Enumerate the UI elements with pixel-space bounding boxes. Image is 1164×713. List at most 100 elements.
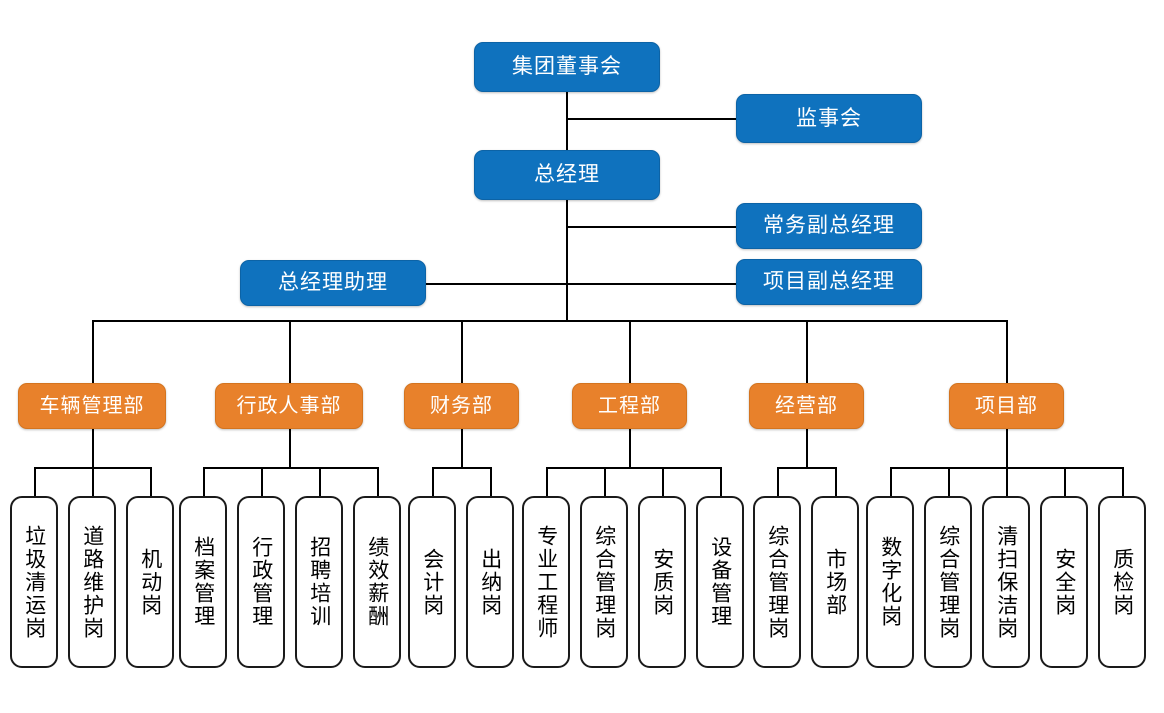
node-position-operations-0[interactable]: 综合管理岗 bbox=[753, 496, 801, 668]
connector-engineering-stem bbox=[629, 428, 631, 467]
node-position-admin-hr-0[interactable]: 档案管理 bbox=[179, 496, 227, 668]
node-position-admin-hr-3[interactable]: 绩效薪酬 bbox=[353, 496, 401, 668]
connector-engineering-leaf-3 bbox=[720, 467, 722, 496]
node-general-manager[interactable]: 总经理 bbox=[474, 150, 660, 200]
connector-operations-leaf-1 bbox=[835, 467, 837, 496]
node-position-vehicle-2[interactable]: 机动岗 bbox=[126, 496, 174, 668]
connector-adminhr-bus bbox=[203, 467, 377, 469]
node-position-label: 清扫保洁岗 bbox=[994, 524, 1019, 640]
node-department-finance[interactable]: 财务部 bbox=[404, 383, 519, 429]
node-position-label: 机动岗 bbox=[138, 547, 163, 617]
node-department-admin-hr-label: 行政人事部 bbox=[236, 395, 342, 417]
node-position-label: 综合管理岗 bbox=[936, 524, 961, 640]
node-supervisory-board-label: 监事会 bbox=[796, 106, 862, 130]
node-executive-deputy-gm-label: 常务副总经理 bbox=[763, 214, 895, 238]
node-position-label: 道路维护岗 bbox=[80, 524, 105, 640]
node-department-operations-label: 经营部 bbox=[775, 395, 838, 417]
connector-adminhr-leaf-2 bbox=[319, 467, 321, 496]
connector-project-leaf-2 bbox=[1006, 467, 1008, 496]
node-position-engineering-0[interactable]: 专业工程师 bbox=[522, 496, 570, 668]
node-supervisory-board[interactable]: 监事会 bbox=[736, 94, 922, 143]
node-position-label: 绩效薪酬 bbox=[365, 536, 390, 628]
connector-finance-stem bbox=[461, 428, 463, 467]
node-position-label: 招聘培训 bbox=[307, 536, 332, 628]
node-position-admin-hr-1[interactable]: 行政管理 bbox=[237, 496, 285, 668]
node-department-project-label: 项目部 bbox=[975, 395, 1038, 417]
connector-drop-operations bbox=[806, 320, 808, 383]
connector-vehicle-leaf-0 bbox=[34, 467, 36, 496]
connector-project-stem bbox=[1006, 428, 1008, 467]
node-position-admin-hr-2[interactable]: 招聘培训 bbox=[295, 496, 343, 668]
connector-engineering-bus bbox=[546, 467, 720, 469]
node-board[interactable]: 集团董事会 bbox=[474, 42, 660, 92]
connector-drop-project bbox=[1006, 320, 1008, 383]
node-position-engineering-3[interactable]: 设备管理 bbox=[696, 496, 744, 668]
node-department-vehicle-label: 车辆管理部 bbox=[39, 395, 145, 417]
connector-adminhr-stem bbox=[289, 428, 291, 467]
node-department-finance-label: 财务部 bbox=[430, 395, 493, 417]
node-department-admin-hr[interactable]: 行政人事部 bbox=[215, 383, 363, 429]
node-position-finance-0[interactable]: 会计岗 bbox=[408, 496, 456, 668]
connector-operations-stem bbox=[806, 428, 808, 467]
connector-adminhr-leaf-1 bbox=[261, 467, 263, 496]
connector-finance-bus bbox=[432, 467, 491, 469]
connector-vehicle-leaf-2 bbox=[150, 467, 152, 496]
connector-vehicle-leaf-1 bbox=[92, 467, 94, 496]
node-position-label: 综合管理岗 bbox=[765, 524, 790, 640]
node-position-engineering-1[interactable]: 综合管理岗 bbox=[580, 496, 628, 668]
connector-drop-admin-hr bbox=[289, 320, 291, 383]
node-department-vehicle[interactable]: 车辆管理部 bbox=[18, 383, 166, 429]
node-position-project-4[interactable]: 质检岗 bbox=[1098, 496, 1146, 668]
connector-engineering-leaf-0 bbox=[546, 467, 548, 496]
node-executive-deputy-gm[interactable]: 常务副总经理 bbox=[736, 203, 922, 249]
connector-gm-to-exec-deputy bbox=[566, 226, 736, 228]
connector-project-leaf-4 bbox=[1122, 467, 1124, 496]
connector-gm-trunk bbox=[566, 199, 568, 321]
node-project-deputy-gm[interactable]: 项目副总经理 bbox=[736, 259, 922, 305]
connector-gm-to-project-deputy bbox=[566, 283, 736, 285]
node-position-engineering-2[interactable]: 安质岗 bbox=[638, 496, 686, 668]
node-position-label: 设备管理 bbox=[708, 536, 733, 628]
node-position-vehicle-1[interactable]: 道路维护岗 bbox=[68, 496, 116, 668]
node-department-engineering[interactable]: 工程部 bbox=[572, 383, 687, 429]
node-position-label: 会计岗 bbox=[420, 547, 445, 617]
node-gm-assistant-label: 总经理助理 bbox=[278, 271, 388, 295]
node-position-operations-1[interactable]: 市场部 bbox=[811, 496, 859, 668]
node-position-finance-1[interactable]: 出纳岗 bbox=[466, 496, 514, 668]
node-position-label: 出纳岗 bbox=[478, 547, 503, 617]
node-position-project-3[interactable]: 安全岗 bbox=[1040, 496, 1088, 668]
connector-drop-vehicle bbox=[92, 320, 94, 383]
connector-operations-bus bbox=[777, 467, 836, 469]
connector-drop-finance bbox=[461, 320, 463, 383]
connector-adminhr-leaf-0 bbox=[203, 467, 205, 496]
node-position-project-0[interactable]: 数字化岗 bbox=[866, 496, 914, 668]
connector-department-bus bbox=[92, 320, 1007, 322]
connector-finance-leaf-0 bbox=[432, 467, 434, 496]
connector-project-leaf-0 bbox=[890, 467, 892, 496]
node-position-label: 安质岗 bbox=[650, 547, 675, 617]
node-position-label: 安全岗 bbox=[1052, 547, 1077, 617]
connector-project-leaf-1 bbox=[948, 467, 950, 496]
node-project-deputy-gm-label: 项目副总经理 bbox=[763, 270, 895, 294]
node-position-vehicle-0[interactable]: 垃圾清运岗 bbox=[10, 496, 58, 668]
connector-board-to-supervisory bbox=[566, 118, 736, 120]
connector-finance-leaf-1 bbox=[490, 467, 492, 496]
node-department-engineering-label: 工程部 bbox=[598, 395, 661, 417]
connector-adminhr-leaf-3 bbox=[377, 467, 379, 496]
connector-gm-assistant bbox=[425, 283, 567, 285]
connector-board-trunk bbox=[566, 91, 568, 150]
node-board-label: 集团董事会 bbox=[512, 55, 622, 79]
node-position-label: 数字化岗 bbox=[878, 536, 903, 628]
connector-project-leaf-3 bbox=[1064, 467, 1066, 496]
connector-engineering-leaf-2 bbox=[662, 467, 664, 496]
node-department-project[interactable]: 项目部 bbox=[949, 383, 1064, 429]
node-position-label: 综合管理岗 bbox=[592, 524, 617, 640]
node-position-project-1[interactable]: 综合管理岗 bbox=[924, 496, 972, 668]
node-position-label: 行政管理 bbox=[249, 536, 274, 628]
node-department-operations[interactable]: 经营部 bbox=[749, 383, 864, 429]
connector-drop-engineering bbox=[629, 320, 631, 383]
node-position-project-2[interactable]: 清扫保洁岗 bbox=[982, 496, 1030, 668]
node-gm-assistant[interactable]: 总经理助理 bbox=[240, 260, 426, 306]
connector-operations-leaf-0 bbox=[777, 467, 779, 496]
